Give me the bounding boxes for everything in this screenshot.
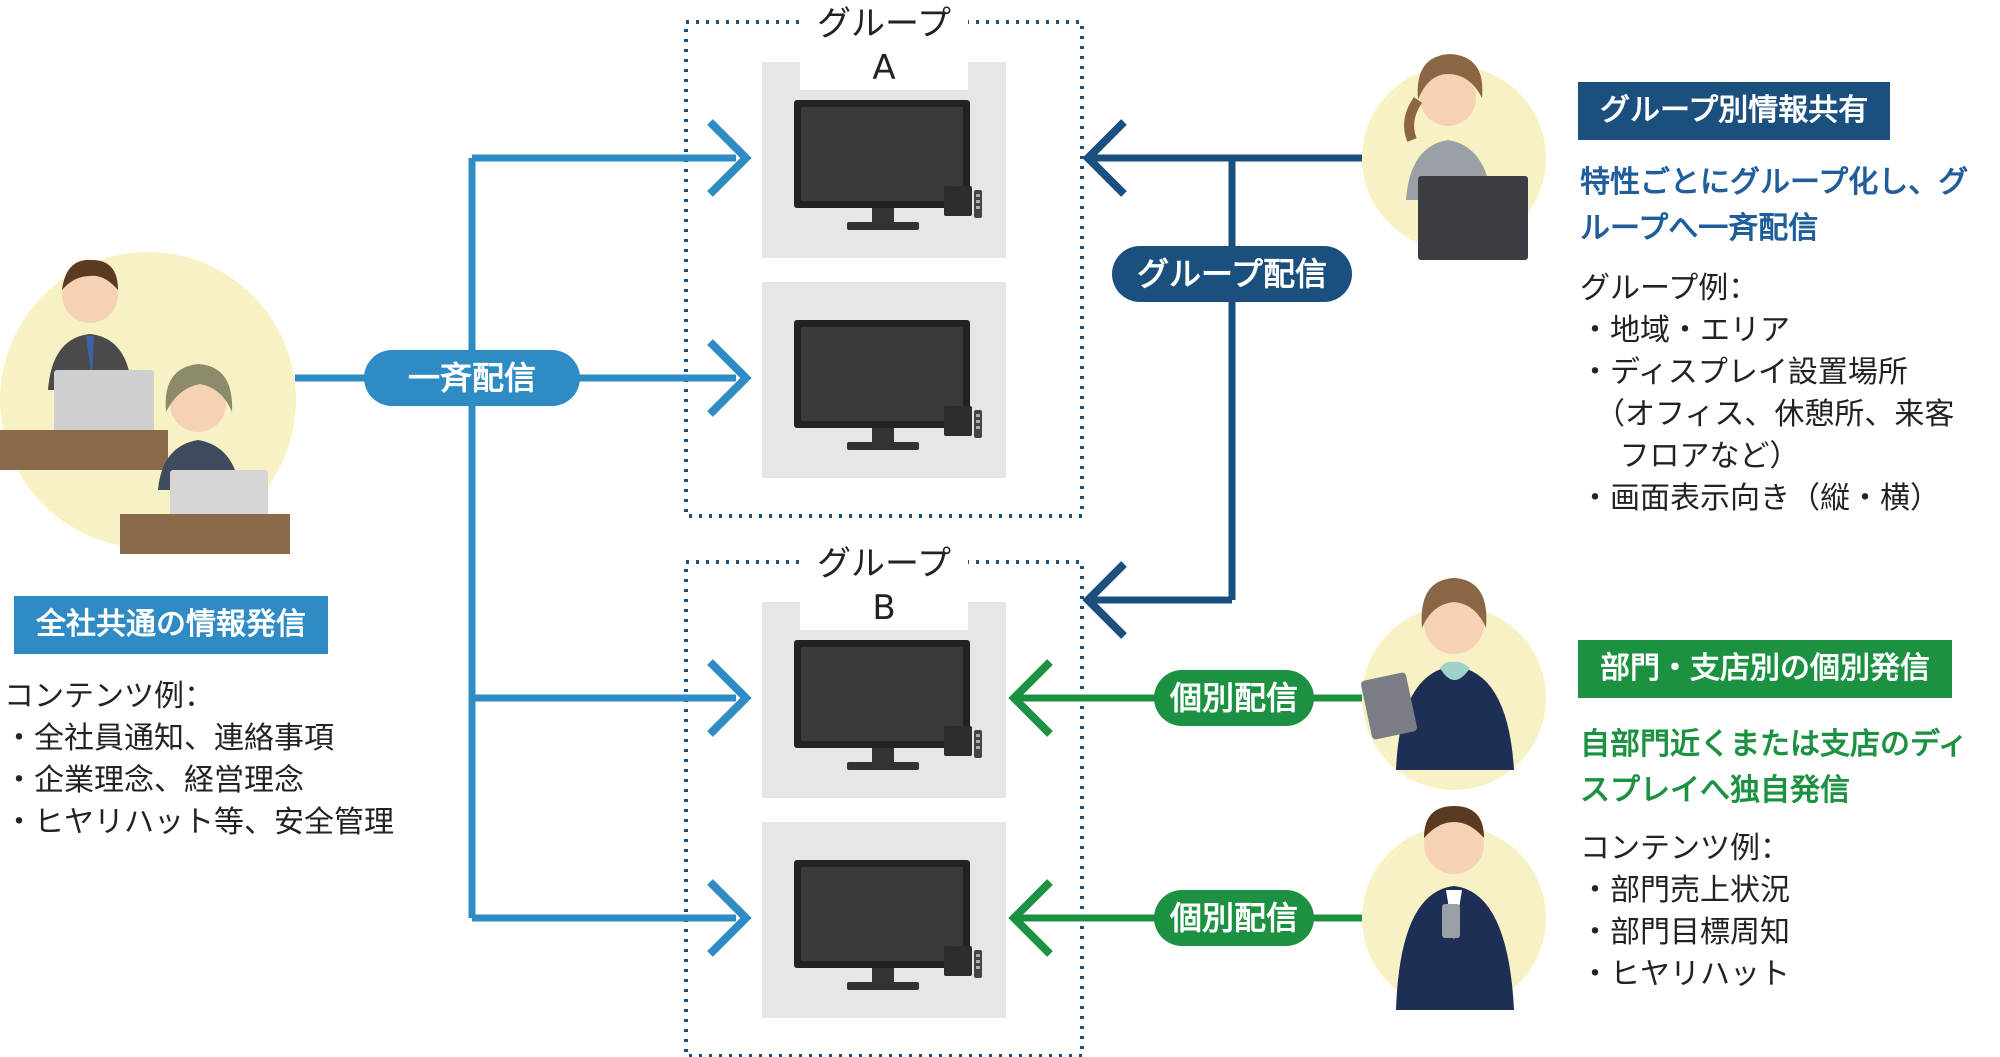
left-heading: 全社共通の情報発信: [14, 596, 328, 654]
list-item: ・ヒヤリハット等、安全管理: [4, 805, 394, 840]
list-title: コンテンツ例：: [1580, 831, 1790, 866]
group-a-label: グループ A: [800, 2, 968, 90]
monitor-icon: [762, 62, 1006, 258]
list-item: ・ディスプレイ設置場所: [1580, 355, 1908, 390]
broadcast-pill: 一斉配信: [364, 350, 580, 406]
presenter-woman-icon: [1362, 54, 1546, 260]
list-item: ・画面表示向き（縦・横）: [1580, 481, 1940, 516]
smartphone-man-icon: [1362, 806, 1546, 1010]
monitor-icon: [762, 602, 1006, 798]
right-bottom-subtitle: 自部門近くまたは支店のディ スプレイへ独自発信: [1580, 722, 1968, 814]
right-bottom-heading: 部門・支店別の個別発信: [1578, 640, 1952, 698]
subtitle-line: 特性ごとにグループ化し、グ: [1580, 165, 1969, 200]
arrow-head-icon: [707, 119, 752, 957]
list-item: ・ヒヤリハット: [1580, 957, 1790, 992]
group-delivery-pill: グループ配信: [1112, 246, 1352, 302]
list-item: ・地域・エリア: [1580, 313, 1790, 348]
list-item: ・全社員通知、連絡事項: [4, 721, 334, 756]
group-connector: [1090, 154, 1362, 604]
list-item: ・部門目標周知: [1580, 915, 1790, 950]
list-item: ・企業理念、経営理念: [4, 763, 304, 798]
list-item: （オフィス、休憩所、来客: [1580, 397, 1955, 432]
right-top-list: グループ例： ・地域・エリア ・ディスプレイ設置場所 （オフィス、休憩所、来客 …: [1580, 268, 1954, 520]
group-b-box: [684, 560, 1084, 1057]
individual-delivery-pill-1: 個別配信: [1154, 670, 1314, 726]
left-content-list: コンテンツ例： ・全社員通知、連絡事項 ・企業理念、経営理念 ・ヒヤリハット等、…: [4, 676, 394, 844]
monitor-icon: [762, 282, 1006, 478]
arrow-head-icon: [1008, 659, 1053, 957]
right-top-heading: グループ別情報共有: [1578, 82, 1891, 140]
monitor-icon: [762, 822, 1006, 1018]
list-item: ・部門売上状況: [1580, 873, 1790, 908]
group-b-label: グループ B: [800, 542, 968, 630]
list-title: コンテンツ例：: [4, 679, 214, 714]
list-title: グループ例：: [1580, 271, 1759, 306]
right-top-subtitle: 特性ごとにグループ化し、グ ループへ一斉配信: [1580, 160, 1968, 252]
arrow-head-icon: [1082, 119, 1127, 639]
list-item: フロアなど）: [1580, 439, 1800, 474]
subtitle-line: ループへ一斉配信: [1580, 211, 1819, 246]
individual-connector: [1014, 694, 1362, 922]
right-bottom-list: コンテンツ例： ・部門売上状況 ・部門目標周知 ・ヒヤリハット: [1580, 828, 1790, 996]
tablet-woman-icon: [1361, 578, 1546, 790]
subtitle-line: スプレイへ独自発信: [1580, 773, 1850, 808]
individual-delivery-pill-2: 個別配信: [1154, 890, 1314, 946]
group-a-box: [684, 20, 1084, 518]
office-workers-icon: [0, 252, 296, 554]
subtitle-line: 自部門近くまたは支店のディ: [1580, 727, 1968, 762]
